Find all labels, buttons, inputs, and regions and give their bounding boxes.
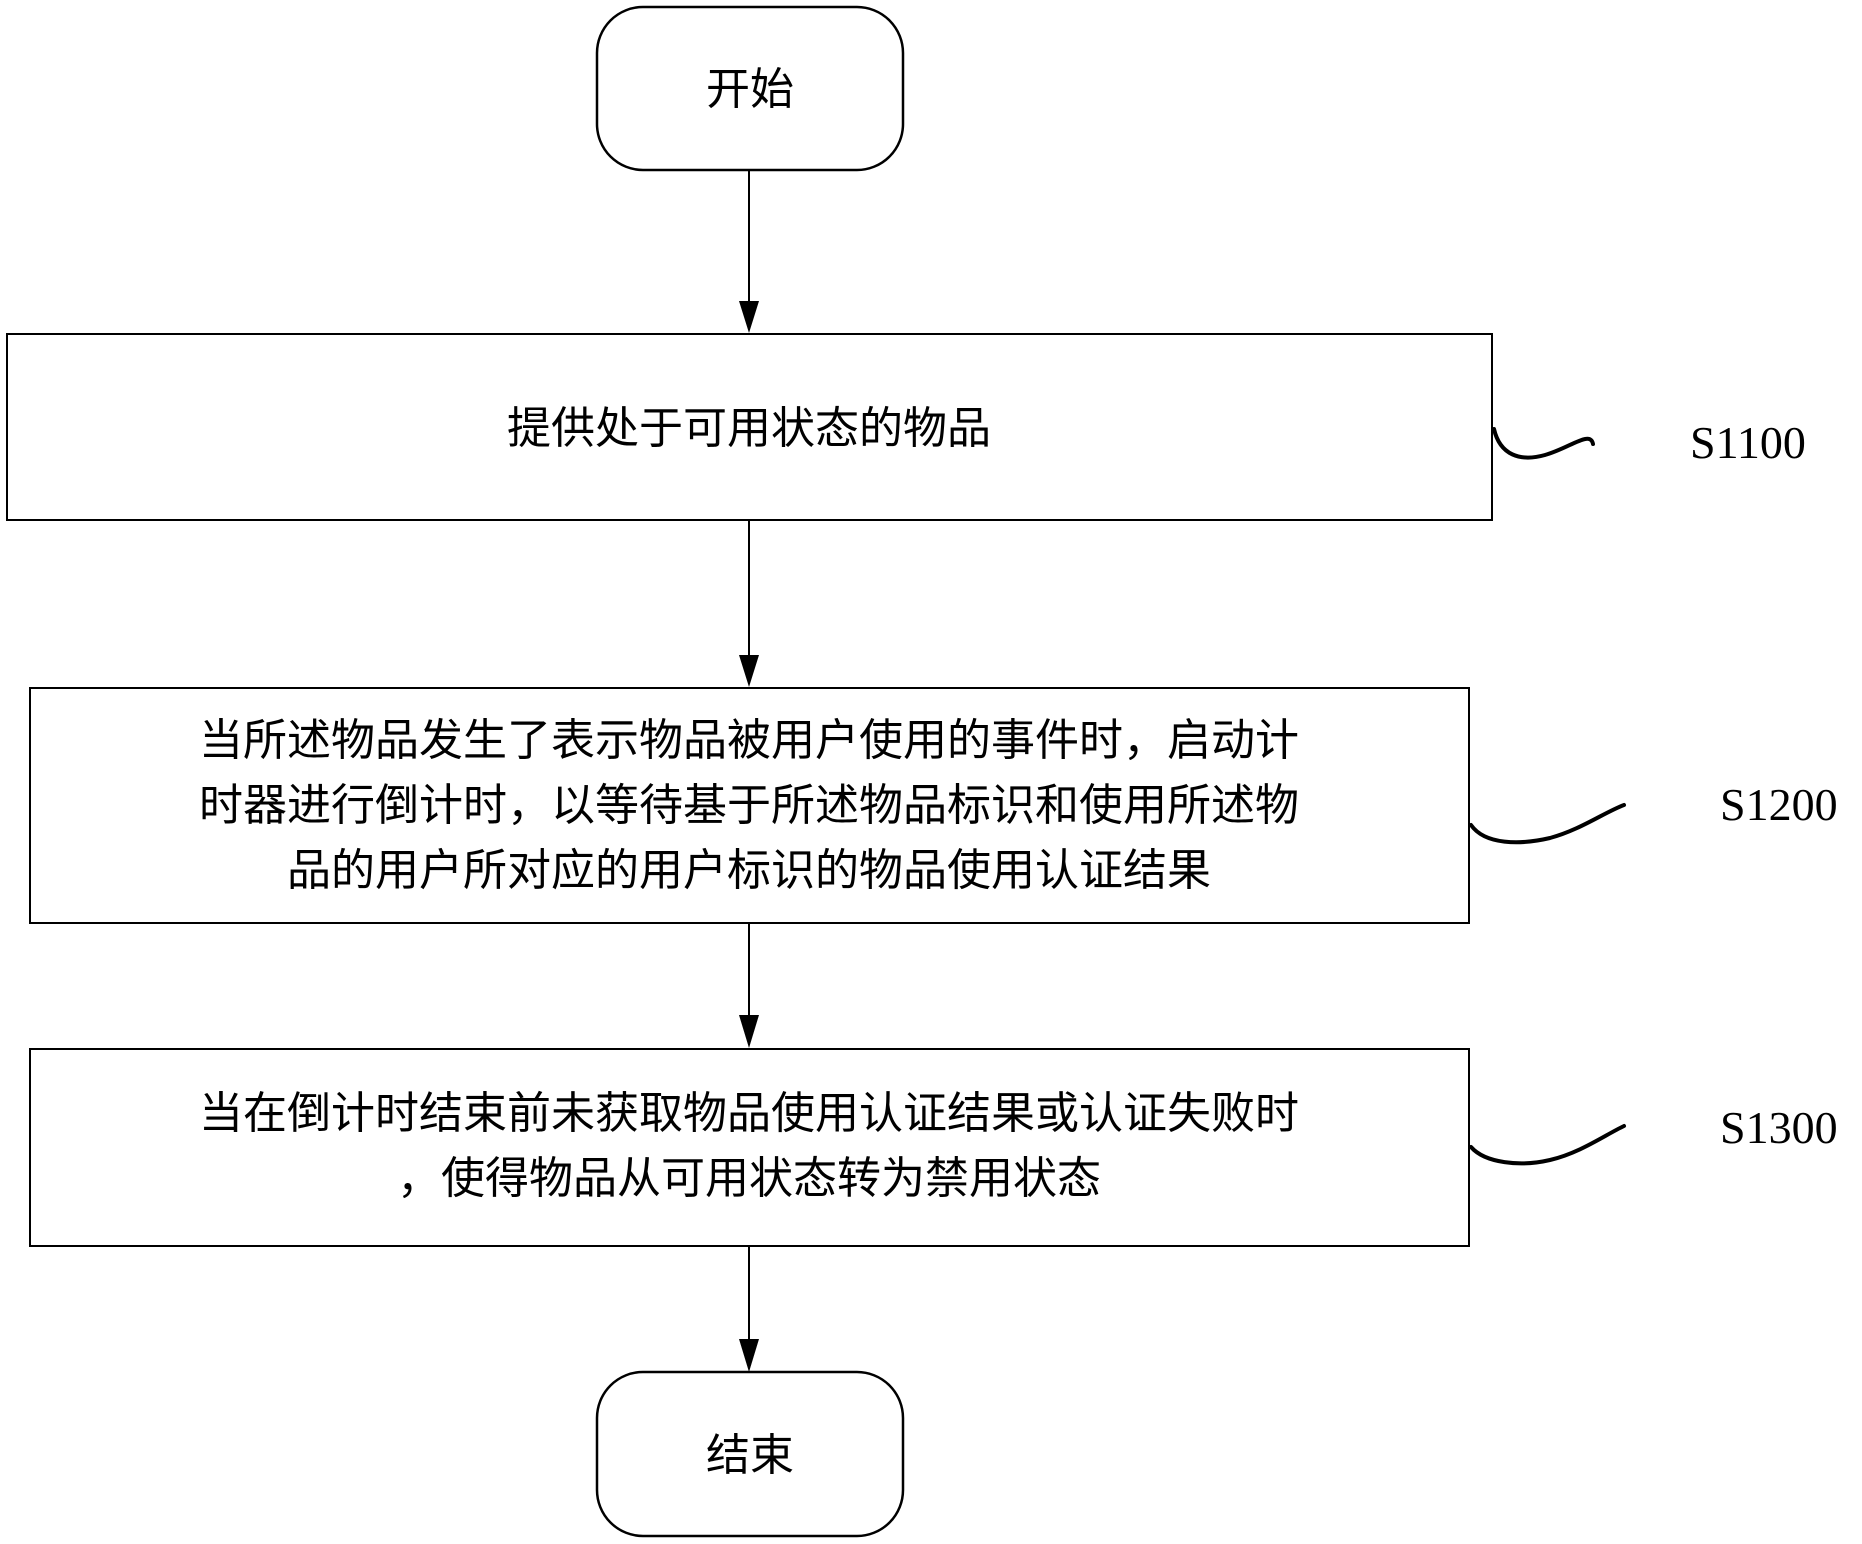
step-s1100-leader-line: [1492, 427, 1595, 460]
step-s1300-text-line: ，使得物品从可用状态转为禁用状态: [397, 1153, 1101, 1204]
process-box-s1300: [29, 1048, 1470, 1247]
step-s1200-label: S1200: [1720, 779, 1838, 830]
end-node: 结束: [595, 1370, 905, 1538]
step-s1100-text-line: 提供处于可用状态的物品: [507, 403, 991, 454]
step-s1200: 当所述物品发生了表示物品被用户使用的事件时，启动计 时器进行倒计时，以等待基于所…: [29, 687, 1838, 924]
arrow-down-icon: [739, 301, 759, 333]
step-s1300-label: S1300: [1720, 1102, 1838, 1153]
step-s1200-text-line: 当所述物品发生了表示物品被用户使用的事件时，启动计: [199, 715, 1299, 766]
edge-s1300-to-end: [739, 1246, 759, 1372]
end-terminal-shape: [595, 1370, 905, 1538]
step-s1100: 提供处于可用状态的物品 S1100: [6, 333, 1806, 521]
step-s1200-leader-line: [1469, 803, 1626, 845]
step-s1200-text-line: 时器进行倒计时，以等待基于所述物品标识和使用所述物: [199, 780, 1299, 831]
start-label: 开始: [706, 64, 794, 115]
step-s1100-label: S1100: [1690, 417, 1806, 468]
arrow-down-icon: [739, 1015, 759, 1048]
step-s1200-text-line: 品的用户所对应的用户标识的物品使用认证结果: [287, 845, 1211, 896]
edge-s1100-to-s1200: [739, 520, 759, 687]
edge-start-to-s1100: [739, 170, 759, 333]
step-s1300-text-line: 当在倒计时结束前未获取物品使用认证结果或认证失败时: [199, 1088, 1299, 1139]
edge-s1200-to-s1300: [739, 923, 759, 1048]
end-label: 结束: [706, 1430, 794, 1481]
arrow-down-icon: [739, 655, 759, 687]
process-box-s1200: [29, 687, 1470, 924]
arrow-down-icon: [739, 1339, 759, 1372]
start-node: 开始: [595, 5, 905, 172]
step-s1300: 当在倒计时结束前未获取物品使用认证结果或认证失败时 ，使得物品从可用状态转为禁用…: [29, 1048, 1838, 1247]
process-box-s1100: [6, 333, 1493, 521]
step-s1300-leader-line: [1469, 1124, 1626, 1166]
